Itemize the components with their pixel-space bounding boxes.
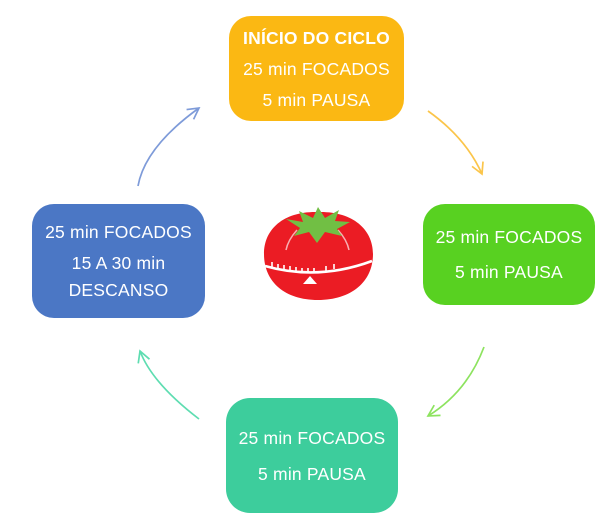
tomato-body xyxy=(264,211,373,300)
cycle-step-work2-line: 5 min PAUSA xyxy=(258,463,366,484)
arrow-work2-to-rest xyxy=(137,349,200,420)
cycle-step-rest: 25 min FOCADOS 15 A 30 min DESCANSO xyxy=(32,204,205,318)
cycle-step-rest-line: 15 A 30 min xyxy=(71,253,166,273)
cycle-step-rest-line: 25 min FOCADOS xyxy=(45,222,192,242)
cycle-step-start-line: 25 min FOCADOS xyxy=(243,58,390,79)
tomato-crease-left xyxy=(285,229,298,251)
cycle-step-work1: 25 min FOCADOS 5 min PAUSA xyxy=(423,204,595,305)
cycle-step-start: INÍCIO DO CICLO 25 min FOCADOS 5 min PAU… xyxy=(229,16,404,121)
cycle-step-rest-line: DESCANSO xyxy=(68,280,169,300)
cycle-step-work1-line: 25 min FOCADOS xyxy=(435,227,583,247)
cycle-step-work2: 25 min FOCADOS 5 min PAUSA xyxy=(226,398,398,513)
tomato-dial-pointer xyxy=(303,276,317,284)
cycle-step-start-line: 5 min PAUSA xyxy=(262,89,371,110)
arrow-start-to-work1 xyxy=(427,110,484,176)
cycle-step-work2-line: 25 min FOCADOS xyxy=(238,427,386,448)
tomato-kitchen-timer-icon xyxy=(264,207,373,300)
arrow-rest-to-start xyxy=(137,106,201,187)
cycle-step-work1-line: 5 min PAUSA xyxy=(455,262,563,282)
tomato-stem xyxy=(286,207,350,243)
tomato-dial-ticks xyxy=(271,262,335,273)
tomato-crease-right xyxy=(337,229,350,251)
cycle-step-start-title: INÍCIO DO CICLO xyxy=(243,27,390,48)
tomato-dial-rim xyxy=(264,259,373,274)
arrow-work1-to-work2 xyxy=(426,346,485,417)
